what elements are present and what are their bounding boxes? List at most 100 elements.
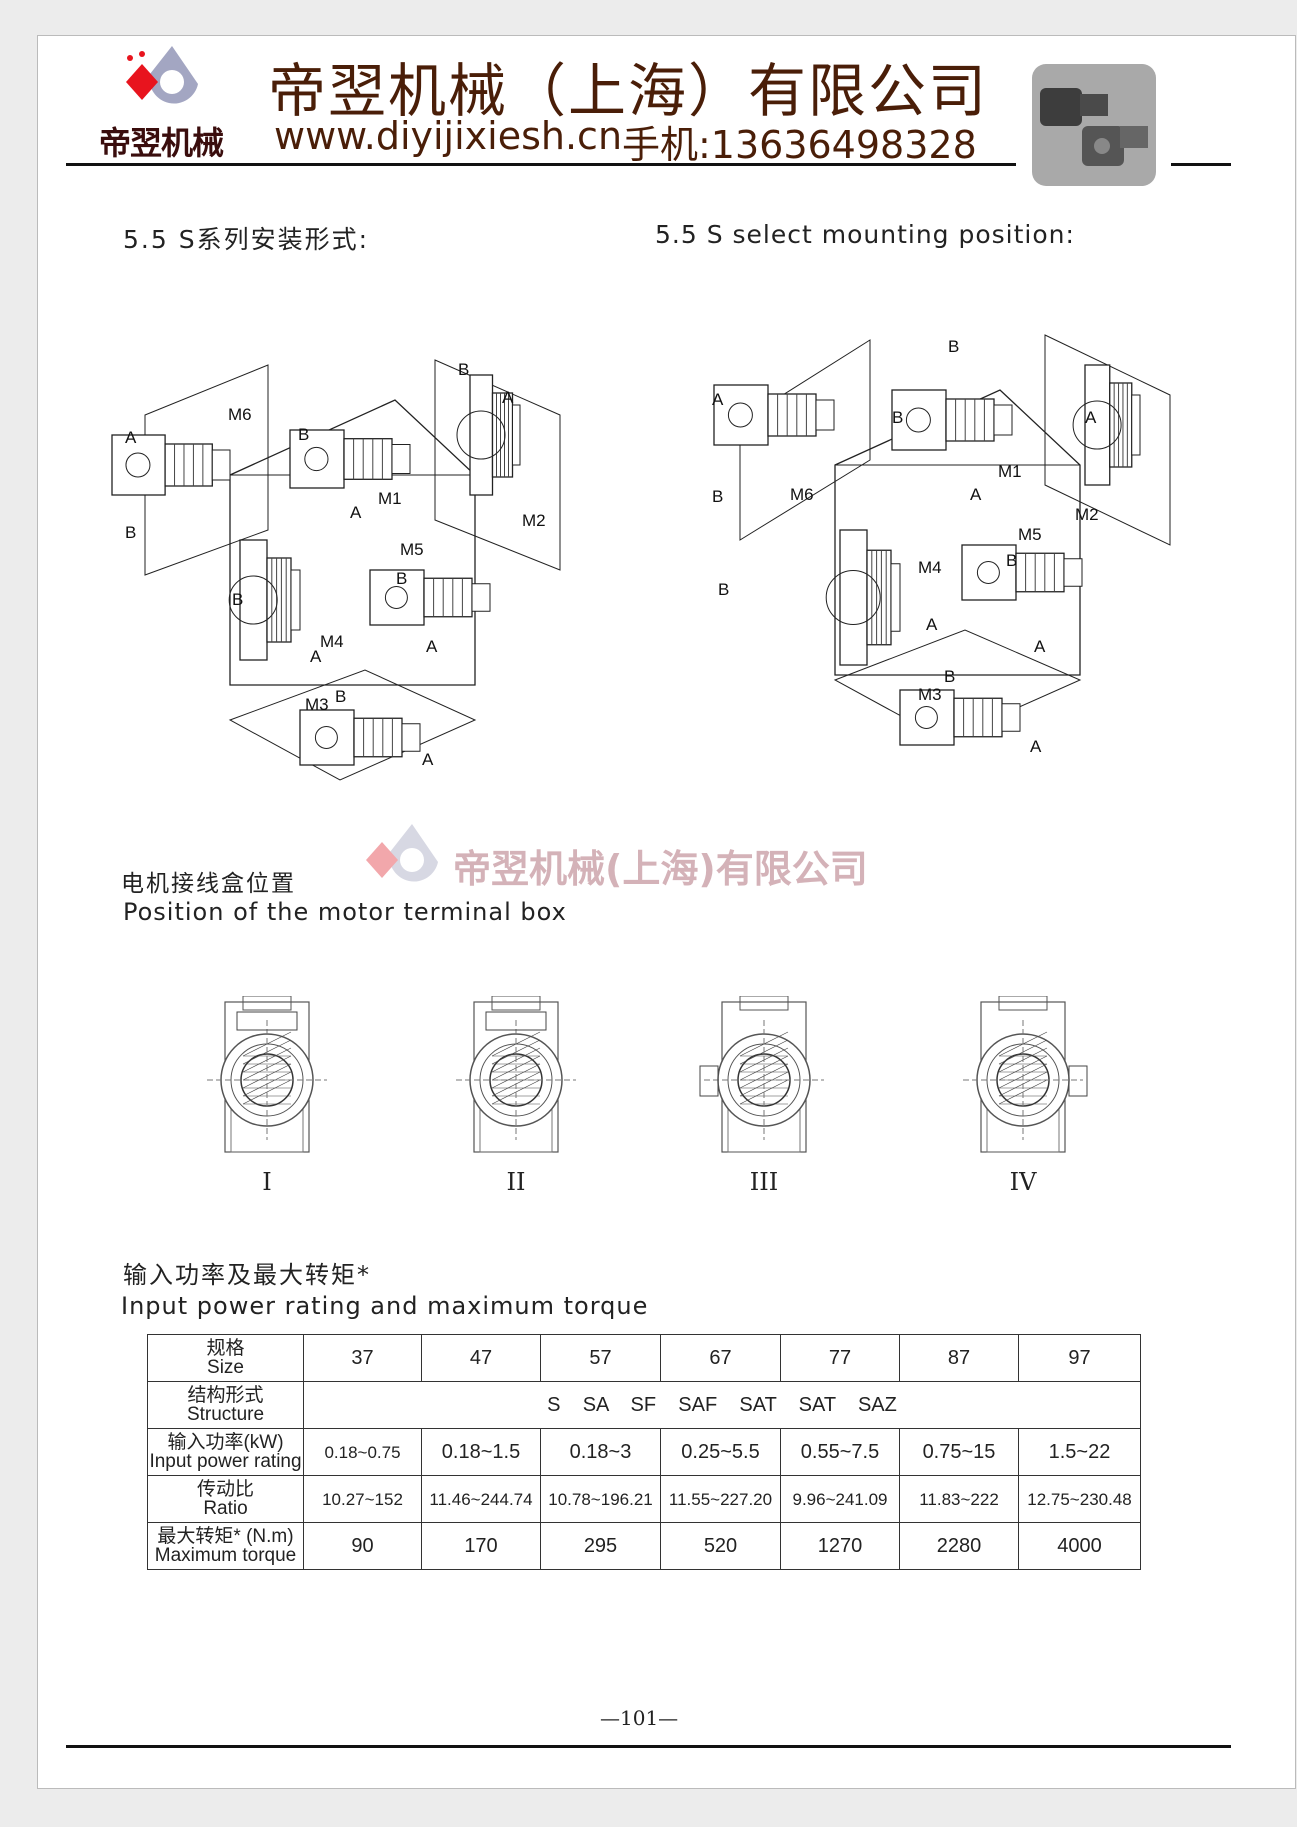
table-cell: 295 — [540, 1522, 661, 1570]
table-cell: 0.75~15 — [899, 1428, 1019, 1476]
terminal-box-diagram — [456, 996, 576, 1153]
mounting-label: M5 — [1018, 525, 1042, 544]
mounting-label: M5 — [400, 540, 424, 559]
terminal-position-label: III — [749, 1168, 779, 1196]
watermark-text: 帝翌机械(上海)有限公司 — [453, 847, 868, 891]
row-label-en: Size — [207, 1357, 244, 1378]
table-cell: 2280 — [899, 1522, 1019, 1570]
mounting-label: M4 — [918, 558, 942, 577]
mounting-label: B — [892, 408, 903, 427]
mounting-label: M3 — [918, 685, 942, 704]
terminal-title-cn: 电机接线盒位置 — [121, 871, 296, 897]
row-label: 最大转矩* (N.m)Maximum torque — [147, 1522, 304, 1570]
company-name: 帝翌机械（上海）有限公司 — [268, 57, 989, 125]
mounting-label: A — [1085, 408, 1097, 427]
table-cell: 11.55~227.20 — [660, 1475, 781, 1523]
mounting-label: M2 — [522, 511, 546, 530]
table-cell: 11.83~222 — [899, 1475, 1019, 1523]
mounting-title-cn: 5.5 S系列安装形式: — [123, 225, 369, 254]
mounting-label: A — [422, 750, 434, 769]
mounting-label: B — [298, 425, 309, 444]
mounting-label: M4 — [320, 632, 344, 651]
table-cell: 11.46~244.74 — [421, 1475, 541, 1523]
table-cell: 47 — [421, 1334, 541, 1382]
terminal-box-diagram — [963, 996, 1088, 1153]
table-cell: 67 — [660, 1334, 781, 1382]
mounting-label: B — [1006, 551, 1017, 570]
table-cell: 97 — [1018, 1334, 1141, 1382]
mounting-label: A — [426, 637, 438, 656]
mounting-label: A — [1034, 637, 1046, 656]
mounting-label: A — [926, 615, 938, 634]
table-cell: 77 — [780, 1334, 900, 1382]
mounting-label: B — [396, 569, 407, 588]
table-cell: 4000 — [1018, 1522, 1141, 1570]
mounting-label: A — [712, 390, 724, 409]
table-cell: 1.5~22 — [1018, 1428, 1141, 1476]
mounting-title-en: 5.5 S select mounting position: — [655, 220, 1075, 249]
mounting-label: A — [502, 388, 514, 407]
row-label-cn: 最大转矩* (N.m) — [157, 1526, 294, 1547]
mounting-label: A — [310, 647, 322, 666]
table-cell: 9.96~241.09 — [780, 1475, 900, 1523]
table-cell: 87 — [899, 1334, 1019, 1382]
terminal-box-diagram — [699, 996, 824, 1153]
table-cell: 170 — [421, 1522, 541, 1570]
table-cell: 0.25~5.5 — [660, 1428, 781, 1476]
phone: 手机:13636498328 — [622, 123, 977, 167]
mounting-label: B — [712, 487, 723, 506]
mounting-label: M6 — [228, 405, 252, 424]
table-cell: 90 — [303, 1522, 422, 1570]
table-cell: 10.27~152 — [303, 1475, 422, 1523]
row-label: 输入功率(kW)Input power rating — [147, 1428, 304, 1476]
terminal-position-label: IV — [1009, 1168, 1037, 1196]
row-label-en: Maximum torque — [154, 1545, 297, 1566]
table-cell: 520 — [660, 1522, 781, 1570]
mounting-label: A — [1030, 737, 1042, 756]
table-cell: 1270 — [780, 1522, 900, 1570]
company-logo-icon — [126, 46, 198, 104]
mounting-label: A — [970, 485, 982, 504]
row-label-cn: 传动比 — [196, 1479, 254, 1500]
footer-divider — [66, 1745, 1231, 1748]
table-cell: 12.75~230.48 — [1018, 1475, 1141, 1523]
mounting-label: B — [718, 580, 729, 599]
row-label-en: Input power rating — [149, 1451, 302, 1472]
page-number: —101— — [600, 1706, 679, 1730]
table-cell: S SA SF SAF SAT SAT SAZ — [303, 1381, 1141, 1429]
row-label-cn: 结构形式 — [187, 1385, 264, 1406]
table-cell: 0.18~3 — [540, 1428, 661, 1476]
product-photo — [1032, 64, 1156, 186]
mounting-label: B — [125, 523, 136, 542]
mounting-label: A — [125, 428, 137, 447]
mounting-label: B — [948, 337, 959, 356]
terminal-position-label: II — [506, 1168, 526, 1196]
mounting-label: M1 — [998, 462, 1022, 481]
power-title-cn: 输入功率及最大转矩* — [123, 1261, 371, 1289]
mounting-label: B — [232, 590, 243, 609]
watermark-logo-icon — [366, 824, 438, 882]
terminal-title-en: Position of the motor terminal box — [123, 898, 567, 926]
terminal-position-label: I — [262, 1168, 272, 1196]
table-cell: 0.18~0.75 — [303, 1428, 422, 1476]
mounting-label: M1 — [378, 489, 402, 508]
row-label-cn: 规格 — [206, 1338, 245, 1359]
row-label-en: Structure — [186, 1404, 265, 1425]
mounting-label: A — [350, 503, 362, 522]
table-cell: 10.78~196.21 — [540, 1475, 661, 1523]
mounting-label: M2 — [1075, 505, 1099, 524]
table-cell: 0.55~7.5 — [780, 1428, 900, 1476]
table-cell: 0.18~1.5 — [421, 1428, 541, 1476]
mounting-label: B — [944, 667, 955, 686]
table-cell: 57 — [540, 1334, 661, 1382]
mounting-label: M3 — [305, 695, 329, 714]
logo-text: 帝翌机械 — [99, 124, 224, 162]
